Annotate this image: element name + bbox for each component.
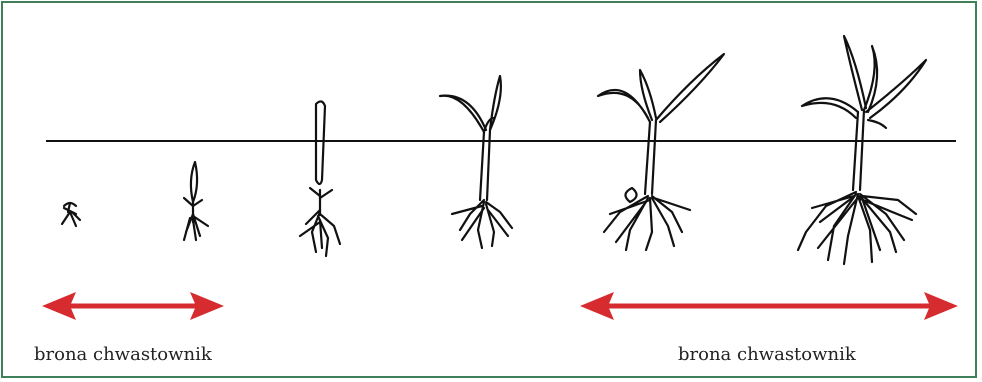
arrow-left	[42, 292, 224, 320]
plant-stage-2	[184, 162, 208, 240]
plant-stage-3	[300, 101, 340, 256]
arrow-right	[580, 292, 958, 320]
label-right: brona chwastownik	[678, 344, 856, 365]
plant-stage-1	[62, 203, 80, 226]
plant-stage-4	[440, 76, 512, 248]
label-left: brona chwastownik	[34, 344, 212, 365]
plant-stage-6	[798, 36, 926, 264]
plant-stage-5	[598, 54, 724, 250]
